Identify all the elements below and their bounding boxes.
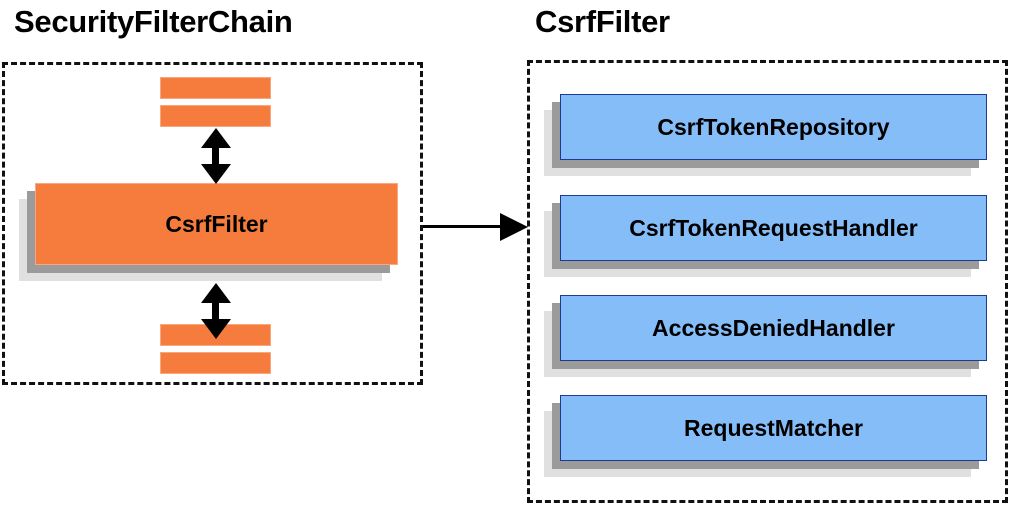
csrf-filter-collaborators-panel bbox=[527, 60, 1008, 503]
csrf-filter-node-label: CsrfFilter bbox=[165, 210, 268, 237]
arrow-up-head-top bbox=[201, 128, 231, 148]
collaborator-label: RequestMatcher bbox=[684, 414, 863, 441]
filter-bar-above-1 bbox=[160, 77, 271, 99]
arrow-stem-top bbox=[212, 146, 219, 166]
collaborator-node-csrf-token-request-handler[interactable]: CsrfTokenRequestHandler bbox=[560, 195, 987, 261]
left-panel-title: SecurityFilterChain bbox=[14, 4, 293, 39]
collaborator-node-csrf-token-repository[interactable]: CsrfTokenRepository bbox=[560, 94, 987, 160]
arrow-up-head-bottom bbox=[201, 283, 231, 303]
collaborator-label: AccessDeniedHandler bbox=[652, 314, 895, 341]
collaborator-node-access-denied-handler[interactable]: AccessDeniedHandler bbox=[560, 295, 987, 361]
panel-connector-arrowhead bbox=[500, 213, 528, 241]
panel-connector-stem bbox=[423, 225, 503, 228]
right-panel-title: CsrfFilter bbox=[535, 4, 670, 39]
collaborator-label: CsrfTokenRepository bbox=[657, 113, 890, 140]
arrow-stem-bottom bbox=[212, 301, 219, 321]
csrf-filter-node[interactable]: CsrfFilter bbox=[35, 183, 398, 265]
arrow-down-head-top bbox=[201, 164, 231, 184]
collaborator-node-request-matcher[interactable]: RequestMatcher bbox=[560, 395, 987, 461]
security-filter-chain-panel bbox=[2, 62, 423, 385]
collaborator-label: CsrfTokenRequestHandler bbox=[629, 214, 918, 241]
filter-bar-below-2 bbox=[160, 352, 271, 374]
arrow-down-head-bottom bbox=[201, 319, 231, 339]
filter-bar-above-2 bbox=[160, 105, 271, 127]
